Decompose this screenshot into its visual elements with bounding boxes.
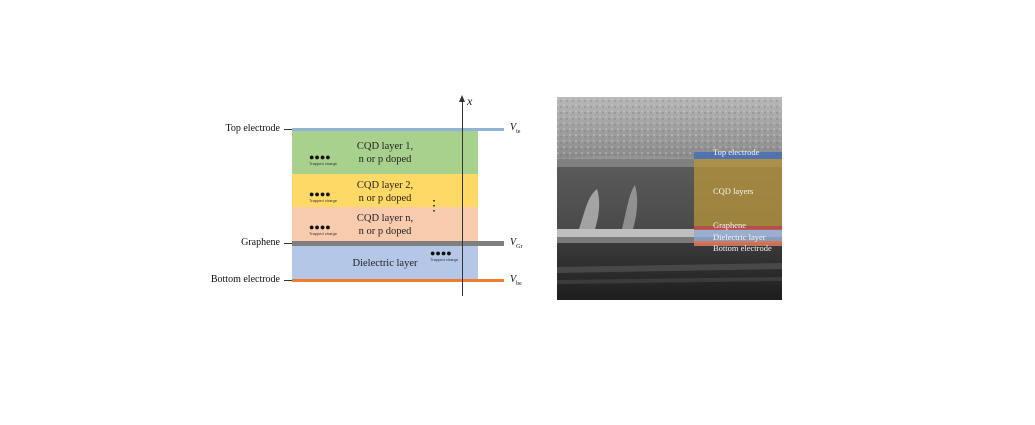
top-electrode-line xyxy=(292,128,504,131)
bottom-electrode-tick xyxy=(284,280,292,281)
layer-ellipsis: ⋮ xyxy=(427,198,441,215)
graphene-label: Graphene xyxy=(160,237,280,248)
sem-micrograph xyxy=(557,97,782,300)
layer-stack-diagram: CQD layer 1, n or p doped CQD layer 2, n… xyxy=(0,0,540,425)
bottom-electrode-voltage: Vbe xyxy=(510,274,522,287)
micrograph-top-electrode-label: Top electrode xyxy=(713,147,759,157)
micrograph-cqd-layers-label: CQD layers xyxy=(713,186,753,196)
x-axis-arrowhead xyxy=(459,95,465,102)
top-electrode-label: Top electrode xyxy=(160,123,280,134)
top-electrode-tick xyxy=(284,129,292,130)
x-axis-line xyxy=(462,100,463,296)
x-axis-label: x xyxy=(467,94,472,109)
top-electrode-voltage: Vte xyxy=(510,122,520,135)
sem-cross-section-image: Top electrode CQD layers Graphene Dielec… xyxy=(557,97,782,300)
graphene-tick xyxy=(284,243,292,244)
bottom-electrode-line xyxy=(292,279,504,282)
micrograph-dielectric-label: Dielectric layer xyxy=(713,232,766,242)
graphene-voltage: VGr xyxy=(510,237,522,250)
bottom-electrode-label: Bottom electrode xyxy=(160,274,280,285)
micrograph-graphene-label: Graphene xyxy=(713,220,746,230)
graphene-line xyxy=(292,241,504,246)
micrograph-bottom-electrode-label: Bottom electrode xyxy=(713,243,772,253)
